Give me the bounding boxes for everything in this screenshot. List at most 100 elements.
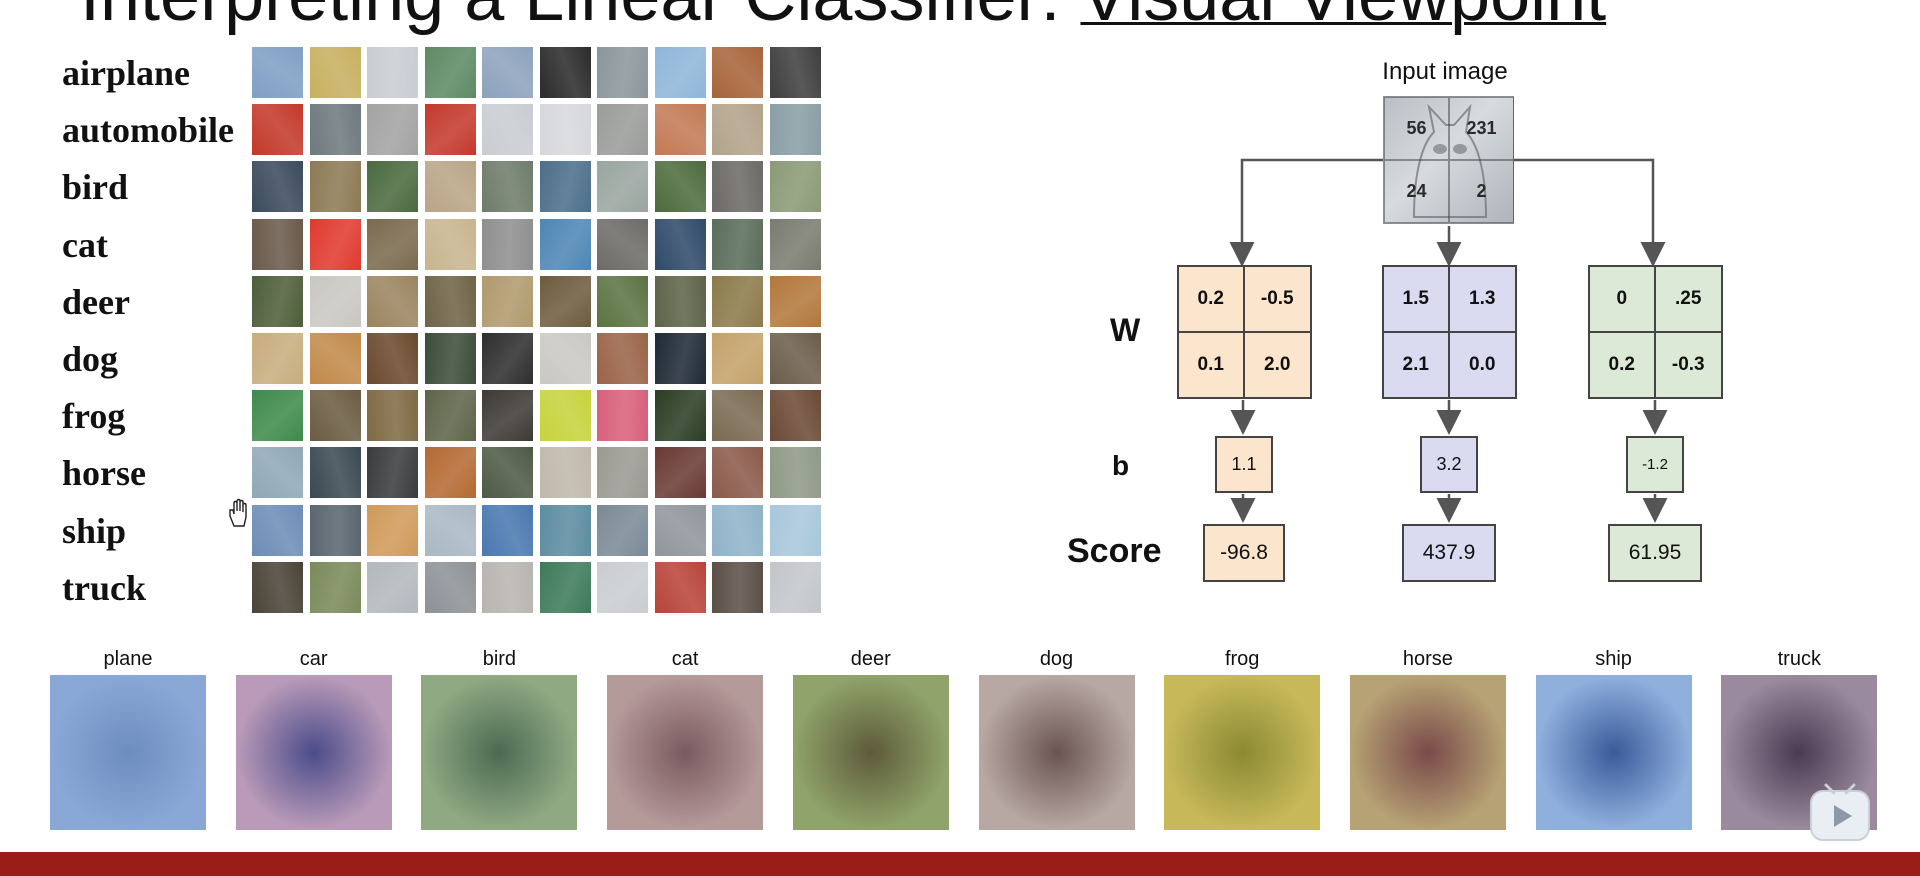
thumbnail-image bbox=[712, 561, 763, 613]
thumbnail-image bbox=[769, 218, 821, 270]
thumbnail-image bbox=[482, 161, 533, 213]
class-label-cat: cat bbox=[62, 224, 108, 265]
thumbnail-image bbox=[654, 218, 706, 270]
thumbnail-image bbox=[367, 47, 418, 98]
weight-cell: 2.0 bbox=[1264, 354, 1291, 375]
thumbnail-image bbox=[482, 390, 533, 442]
template-image bbox=[792, 675, 949, 830]
thumbnail-image bbox=[712, 390, 763, 442]
thumbnail-image bbox=[769, 104, 821, 156]
slide-title-prefix: Interpreting a Linear Classifier: bbox=[80, 0, 1080, 36]
class-label-dog: dog bbox=[62, 338, 119, 379]
hand-cursor-icon bbox=[229, 498, 247, 527]
thumbnail-image bbox=[597, 332, 648, 384]
input-image-caption: Input image bbox=[1382, 58, 1508, 85]
thumbnail-image bbox=[769, 332, 821, 384]
thumbnail-image bbox=[654, 561, 706, 613]
thumbnail-image bbox=[309, 275, 361, 327]
thumbnail-image bbox=[424, 447, 476, 499]
thumbnail-image bbox=[424, 218, 476, 270]
bias-box: -1.2 bbox=[1626, 436, 1684, 493]
thumbnail-image bbox=[712, 275, 763, 327]
w-label: W bbox=[1110, 312, 1141, 348]
class-label-truck: truck bbox=[62, 567, 146, 608]
thumbnail-image bbox=[482, 275, 533, 327]
thumbnail-image bbox=[597, 275, 648, 327]
thumbnail-image bbox=[539, 332, 591, 384]
class-label-bird: bird bbox=[62, 167, 129, 208]
template-image bbox=[978, 675, 1135, 830]
thumbnail-image bbox=[712, 104, 763, 156]
thumbnail-image bbox=[597, 390, 648, 442]
thumbnail-image bbox=[367, 504, 418, 556]
thumbnail-image bbox=[424, 161, 476, 213]
thumbnail-image bbox=[309, 104, 361, 156]
thumbnail-image bbox=[424, 561, 476, 613]
thumbnail-image bbox=[252, 218, 303, 270]
weight-cell: 1.3 bbox=[1449, 267, 1515, 333]
class-label-frog: frog bbox=[62, 396, 126, 437]
pixel-cell: 24 bbox=[1384, 160, 1449, 223]
video-play-icon[interactable] bbox=[1808, 783, 1872, 843]
thumbnail-image bbox=[769, 390, 821, 442]
thumbnail-image bbox=[424, 47, 476, 98]
thumbnail-image bbox=[597, 561, 648, 613]
thumbnail-image bbox=[539, 161, 591, 213]
thumbnail-image bbox=[424, 104, 476, 156]
thumbnail-image bbox=[712, 447, 763, 499]
class-label-automobile: automobile bbox=[62, 110, 235, 151]
thumbnail-image bbox=[309, 218, 361, 270]
weight-cell: 0.2 bbox=[1590, 333, 1656, 397]
thumbnail-image bbox=[654, 161, 706, 213]
template-label: car bbox=[299, 648, 328, 670]
thumbnail-image bbox=[539, 104, 591, 156]
weight-cell: 2.1 bbox=[1384, 333, 1450, 397]
thumbnail-image bbox=[654, 332, 706, 384]
thumbnail-image bbox=[712, 504, 763, 556]
score-box: 437.9 bbox=[1402, 524, 1496, 582]
thumbnail-image bbox=[539, 47, 591, 98]
bias-box: 1.1 bbox=[1215, 436, 1273, 493]
template-image bbox=[1349, 675, 1506, 830]
thumbnail-image bbox=[309, 332, 361, 384]
cat-image-icon bbox=[1412, 103, 1488, 218]
thumbnail-image bbox=[769, 275, 821, 327]
thumbnail-image bbox=[654, 447, 706, 499]
thumbnail-image bbox=[424, 504, 476, 556]
score-label: Score bbox=[1067, 532, 1162, 570]
thumbnail-image bbox=[367, 332, 418, 384]
thumbnail-image bbox=[769, 561, 821, 613]
weight-cell: .25 bbox=[1655, 267, 1721, 333]
slide-title-link[interactable]: Visual Viewpoint bbox=[1080, 0, 1606, 36]
thumbnail-image bbox=[597, 218, 648, 270]
thumbnail-image bbox=[309, 504, 361, 556]
thumbnail-image bbox=[482, 47, 533, 98]
b-label: b bbox=[1112, 450, 1130, 481]
class-label-horse: horse bbox=[62, 453, 146, 494]
thumbnail-image bbox=[539, 561, 591, 613]
thumbnail-image bbox=[367, 275, 418, 327]
weight-cell: 0.1 bbox=[1179, 333, 1245, 397]
thumbnail-image bbox=[367, 104, 418, 156]
class-label-airplane: airplane bbox=[62, 53, 191, 93]
thumbnail-image bbox=[424, 332, 476, 384]
template-image bbox=[235, 675, 392, 830]
class-label-deer: deer bbox=[62, 281, 130, 322]
thumbnail-image bbox=[309, 561, 361, 613]
thumbnail-image bbox=[712, 47, 763, 98]
template-label: deer bbox=[850, 648, 891, 670]
template-image bbox=[1535, 675, 1692, 830]
template-image bbox=[50, 675, 206, 830]
thumbnail-image bbox=[252, 275, 303, 327]
thumbnail-image bbox=[597, 504, 648, 556]
pixel-cell: 231 bbox=[1449, 97, 1514, 160]
thumbnail-image bbox=[654, 504, 706, 556]
cifar-thumbnail-grid bbox=[252, 47, 821, 613]
thumbnail-image bbox=[539, 390, 591, 442]
template-label: ship bbox=[1595, 648, 1632, 670]
thumbnail-image bbox=[252, 561, 303, 613]
thumbnail-image bbox=[482, 218, 533, 270]
